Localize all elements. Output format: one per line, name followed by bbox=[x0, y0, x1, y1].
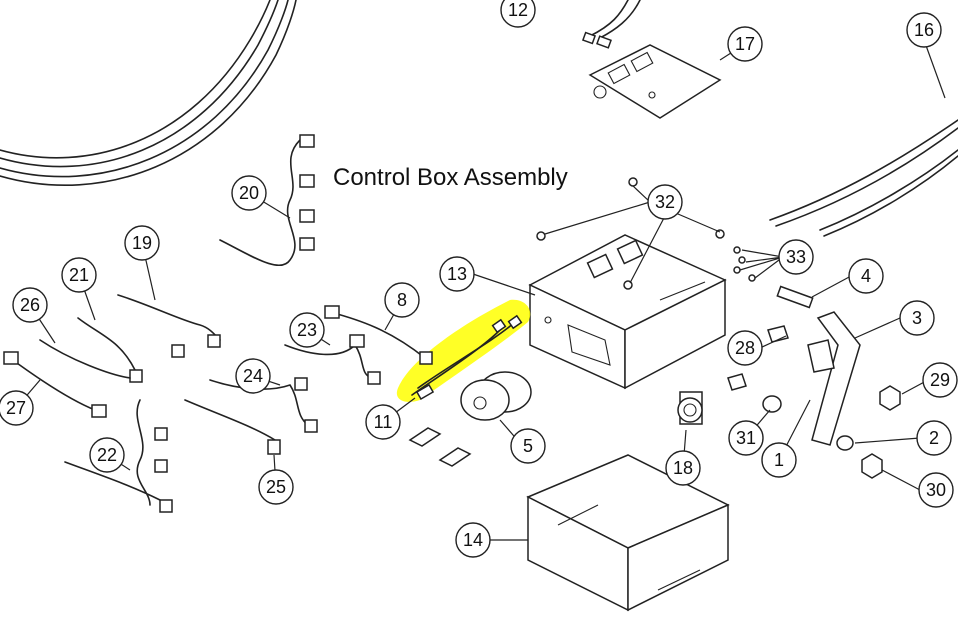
svg-text:27: 27 bbox=[6, 398, 26, 418]
svg-text:17: 17 bbox=[735, 34, 755, 54]
callout-28: 28 bbox=[727, 330, 763, 366]
callout-31: 31 bbox=[728, 420, 764, 456]
svg-text:24: 24 bbox=[243, 366, 263, 386]
callout-33: 33 bbox=[778, 239, 814, 275]
cable-loop-top-left bbox=[0, 0, 297, 187]
svg-text:3: 3 bbox=[912, 308, 922, 328]
control-box-13 bbox=[528, 234, 727, 390]
svg-text:8: 8 bbox=[397, 290, 407, 310]
callout-16: 16 bbox=[906, 12, 942, 48]
harness-24 bbox=[209, 377, 318, 433]
svg-text:4: 4 bbox=[861, 266, 871, 286]
svg-text:29: 29 bbox=[930, 370, 950, 390]
harness-12 bbox=[581, 0, 641, 49]
svg-text:22: 22 bbox=[97, 445, 117, 465]
callout-12: 12 bbox=[500, 0, 536, 28]
callout-20: 20 bbox=[231, 175, 267, 211]
callout-14: 14 bbox=[455, 522, 491, 558]
callout-26: 26 bbox=[12, 287, 48, 323]
harness-19 bbox=[117, 294, 221, 358]
callout-bubbles: 12 17 16 20 32 19 33 21 13 4 8 26 3 23 2… bbox=[0, 0, 958, 558]
callout-18: 18 bbox=[665, 450, 701, 486]
callout-1: 1 bbox=[761, 442, 797, 478]
callout-32: 32 bbox=[647, 184, 683, 220]
svg-text:30: 30 bbox=[926, 480, 946, 500]
svg-text:12: 12 bbox=[508, 0, 528, 20]
connector-18 bbox=[677, 391, 703, 425]
callout-25: 25 bbox=[258, 469, 294, 505]
svg-text:11: 11 bbox=[374, 412, 393, 432]
callout-4: 4 bbox=[848, 258, 884, 294]
svg-text:25: 25 bbox=[266, 477, 286, 497]
svg-text:5: 5 bbox=[523, 436, 533, 456]
callout-24: 24 bbox=[235, 358, 271, 394]
svg-text:31: 31 bbox=[736, 428, 756, 448]
harness-25 bbox=[184, 399, 281, 455]
key-switch-5 bbox=[460, 371, 532, 421]
tray-14 bbox=[526, 454, 730, 612]
callout-8: 8 bbox=[384, 282, 420, 318]
harness-22 bbox=[64, 399, 173, 513]
harness-21 bbox=[77, 317, 143, 383]
svg-text:20: 20 bbox=[239, 183, 259, 203]
callout-2: 2 bbox=[916, 420, 952, 456]
callout-13: 13 bbox=[439, 256, 475, 292]
faceplate-17 bbox=[588, 44, 722, 119]
callout-5: 5 bbox=[510, 428, 546, 464]
keys bbox=[408, 427, 472, 467]
svg-text:1: 1 bbox=[774, 450, 784, 470]
callout-21: 21 bbox=[61, 257, 97, 293]
svg-text:32: 32 bbox=[655, 192, 675, 212]
diagram-title: Control Box Assembly bbox=[333, 164, 568, 191]
harness-20 bbox=[219, 134, 315, 266]
svg-text:21: 21 bbox=[69, 265, 89, 285]
svg-text:33: 33 bbox=[786, 247, 806, 267]
harness-26 bbox=[39, 339, 131, 379]
callout-22: 22 bbox=[89, 437, 125, 473]
harness-11-highlight bbox=[396, 299, 531, 402]
rod-16 bbox=[769, 119, 958, 237]
svg-text:23: 23 bbox=[297, 320, 317, 340]
svg-text:2: 2 bbox=[929, 428, 939, 448]
bracket-3 bbox=[807, 311, 861, 446]
callout-30: 30 bbox=[918, 472, 954, 508]
svg-text:19: 19 bbox=[132, 233, 152, 253]
svg-text:14: 14 bbox=[463, 530, 483, 550]
callout-27: 27 bbox=[0, 390, 34, 426]
callout-19: 19 bbox=[124, 225, 160, 261]
callout-17: 17 bbox=[727, 26, 763, 62]
callout-3: 3 bbox=[899, 300, 935, 336]
harness-27 bbox=[3, 351, 107, 418]
harness-23 bbox=[284, 334, 381, 385]
svg-text:13: 13 bbox=[447, 264, 467, 284]
svg-text:26: 26 bbox=[20, 295, 40, 315]
svg-text:18: 18 bbox=[673, 458, 693, 478]
svg-text:16: 16 bbox=[914, 20, 934, 40]
callout-11: 11 bbox=[365, 404, 401, 440]
hardware bbox=[536, 177, 901, 479]
callout-23: 23 bbox=[289, 312, 325, 348]
callout-29: 29 bbox=[922, 362, 958, 398]
harness-8 bbox=[324, 305, 433, 365]
svg-text:28: 28 bbox=[735, 338, 755, 358]
